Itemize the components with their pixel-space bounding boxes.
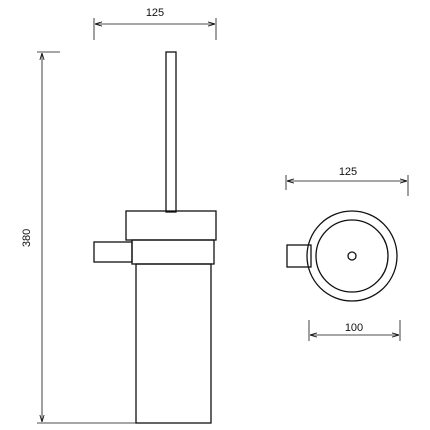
side-width-label: 125	[146, 7, 164, 19]
side-height-label: 380	[21, 229, 33, 247]
outer-circle	[306, 210, 398, 302]
wall-bracket-top	[286, 244, 312, 268]
top-outer-width-dimension: 125	[285, 166, 409, 196]
handle-hole	[347, 251, 357, 261]
inner-circle	[315, 219, 389, 293]
top-inner-width-label: 100	[345, 322, 363, 334]
top-view: 125 100	[285, 166, 409, 341]
side-width-dimension: 125	[93, 7, 217, 40]
wall-bracket	[93, 241, 133, 263]
top-outer-width-label: 125	[339, 166, 357, 178]
holder-collar	[131, 239, 215, 265]
holder-container	[135, 263, 212, 424]
top-inner-width-dimension: 100	[308, 320, 401, 341]
brush-handle	[165, 51, 177, 213]
side-height-dimension: 380	[21, 51, 136, 424]
side-view: 125 380	[21, 7, 217, 424]
holder-lid	[125, 210, 217, 241]
